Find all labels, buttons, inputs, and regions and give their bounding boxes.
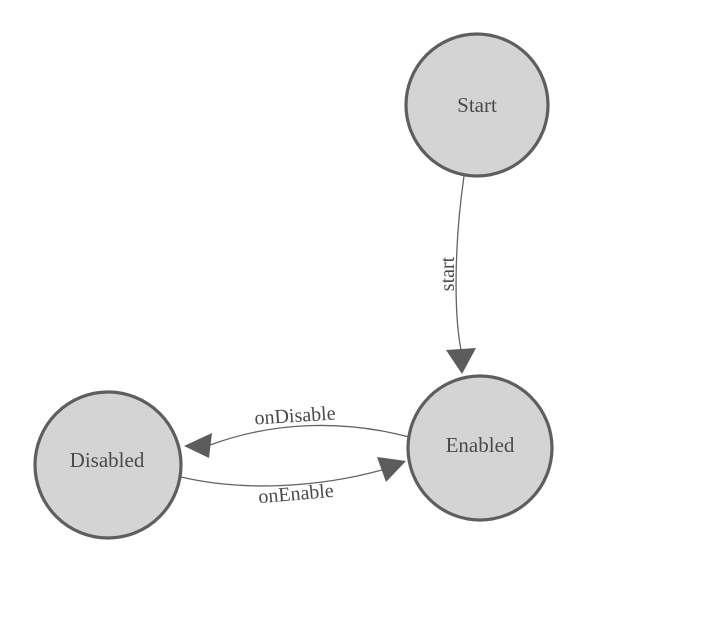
- edge-onenable-line[interactable]: [180, 469, 383, 487]
- edge-label-onenable: onEnable: [257, 480, 334, 509]
- state-circle-start[interactable]: [404, 32, 550, 178]
- edge-start-to-enabled[interactable]: start: [437, 175, 476, 374]
- edge-ondisable-line[interactable]: [209, 424, 410, 446]
- state-node-enabled[interactable]: Enabled: [406, 374, 554, 522]
- state-label-disabled: Disabled: [70, 448, 145, 472]
- state-label-start: Start: [457, 93, 497, 117]
- edge-start-line[interactable]: [455, 175, 465, 351]
- state-circle-enabled[interactable]: [406, 374, 554, 522]
- edge-onenable-arrowhead-icon: [377, 457, 406, 482]
- edge-label-ondisable: onDisable: [254, 403, 336, 430]
- state-node-disabled[interactable]: Disabled: [33, 390, 183, 540]
- state-node-start[interactable]: Start: [404, 32, 550, 178]
- edge-ondisable-arrowhead-icon: [184, 433, 212, 458]
- edge-label-start: start: [437, 256, 459, 291]
- edge-start-arrowhead-icon: [446, 348, 476, 374]
- state-circle-disabled[interactable]: [33, 390, 183, 540]
- state-label-enabled: Enabled: [446, 433, 515, 457]
- edge-enabled-to-disabled[interactable]: onDisable: [184, 403, 410, 458]
- edge-disabled-to-enabled[interactable]: onEnable: [180, 457, 406, 509]
